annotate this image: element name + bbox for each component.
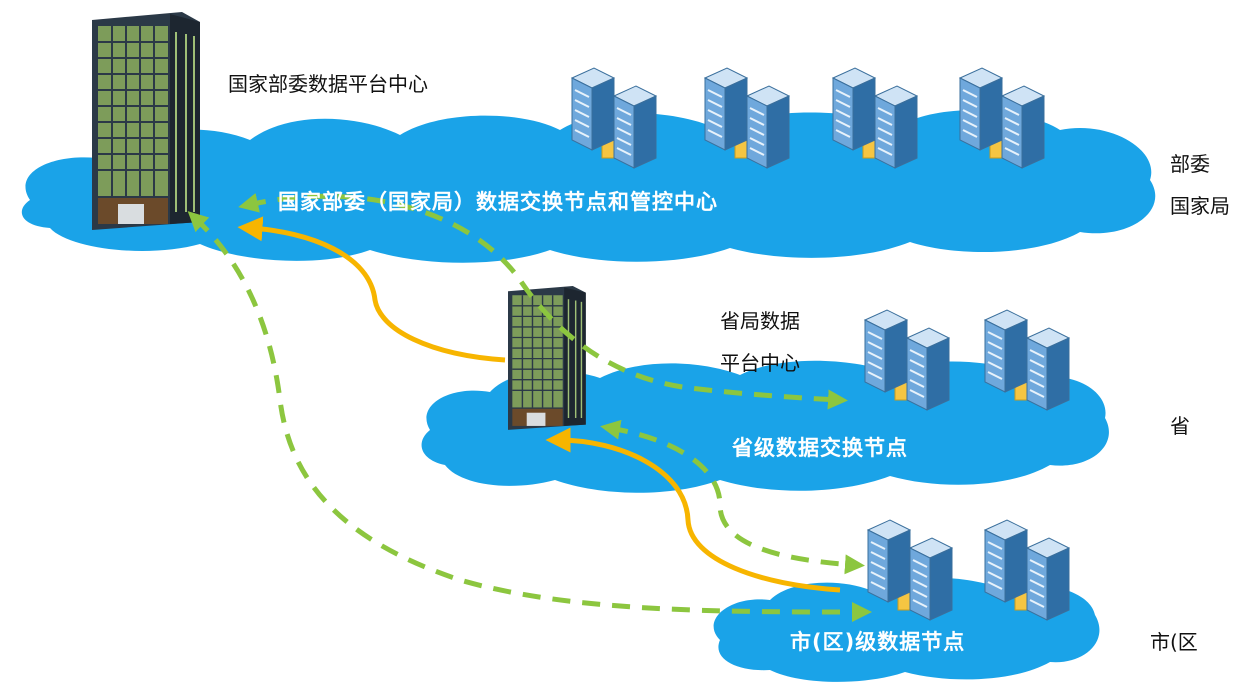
tier-label-province: 省	[1170, 414, 1190, 438]
province-center-label-line2: 平台中心	[720, 351, 800, 375]
province-node-label: 省级数据交换节点	[732, 436, 908, 460]
tier-label-national-line2: 国家局	[1170, 194, 1230, 218]
national-center-label: 国家部委数据平台中心	[228, 72, 428, 96]
national-node-label: 国家部委（国家局）数据交换节点和管控中心	[278, 190, 718, 214]
national-building-icon	[91, 11, 201, 231]
tier-label-city: 市(区	[1150, 630, 1198, 654]
tier-label-national-line1: 部委	[1170, 152, 1210, 176]
province-building-icon	[507, 285, 587, 431]
province-center-label-line1: 省局数据	[720, 309, 800, 333]
dashed-arrow-national-to-city	[187, 211, 872, 622]
city-node-label: 市(区)级数据节点	[790, 630, 966, 654]
